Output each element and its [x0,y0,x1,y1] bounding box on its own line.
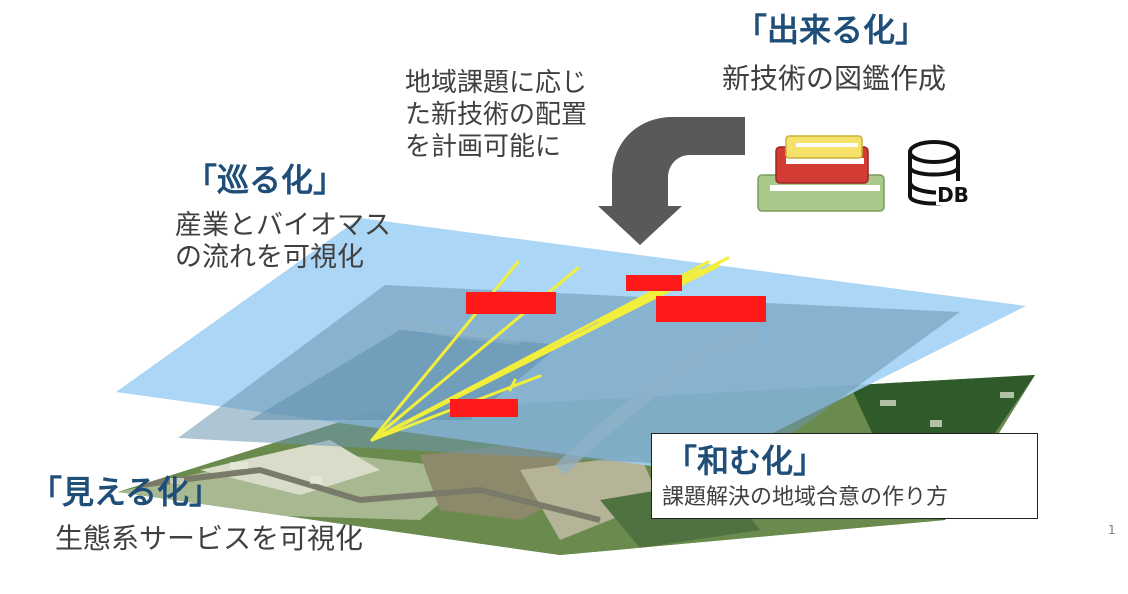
flow-line [370,260,710,442]
books-icon [757,135,885,212]
planning-line: を計画可能に [405,132,562,162]
meguru-description: 産業とバイオマス の流れを可視化 [175,210,391,274]
meguru-heading: 「巡る化」 [185,161,346,199]
wamu-heading: 「和む化」 [665,442,826,480]
flow-plane-layer [116,218,1026,475]
planning-description: 地域課題に応じ た新技術の配置 を計画可能に [405,67,587,163]
dekiru-heading: 「出来る化」 [735,11,928,49]
flow-line [508,378,517,392]
meguru-line: の流れを可視化 [175,242,364,273]
wamu-description: 課題解決の地域合意の作り方 [662,485,949,510]
database-icon-label: DB [937,183,969,207]
facility-marker [626,275,682,291]
slide-number: 1 [1108,523,1116,537]
facility-marker [466,292,556,314]
facility-marker [656,296,766,322]
facility-marker [450,399,518,417]
facility-markers [450,275,766,417]
curved-arrow-icon [598,117,745,245]
mieru-heading: 「見える化」 [30,473,222,511]
flow-line [598,268,702,324]
planning-line: た新技術の配置 [405,100,588,130]
mieru-description: 生態系サービスを可視化 [55,522,364,555]
meguru-line: 産業とバイオマス [175,210,391,241]
planning-line: 地域課題に応じ [405,68,588,98]
wamu-box [651,433,1038,519]
dekiru-description: 新技術の図鑑作成 [722,62,947,95]
flow-line [370,260,520,442]
